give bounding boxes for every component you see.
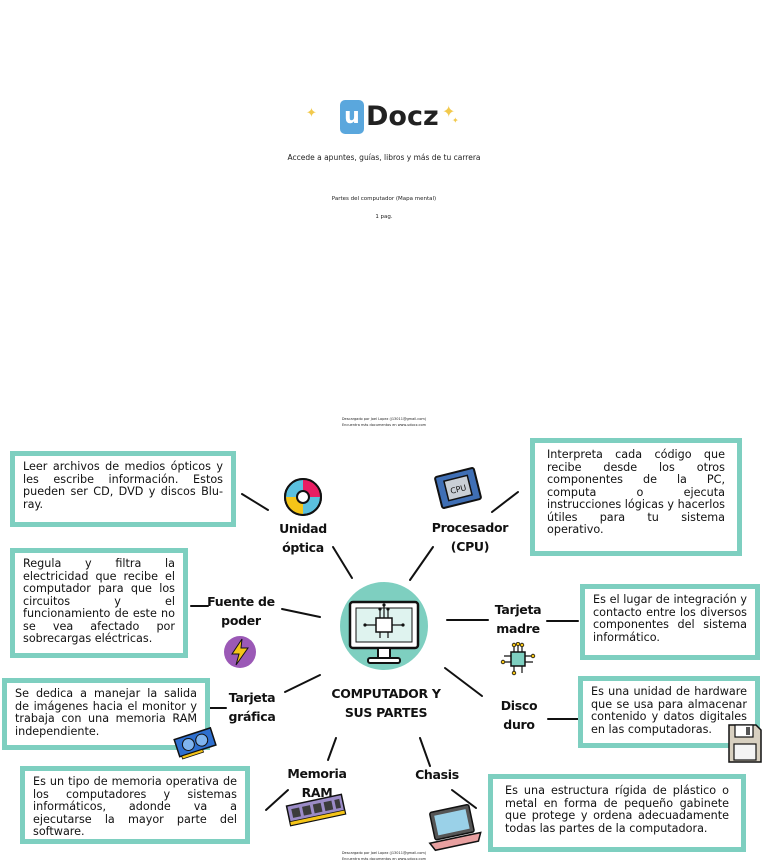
sparkle-icon: ✦ bbox=[442, 102, 456, 121]
logo-text: Docz bbox=[366, 101, 439, 132]
logo-badge: u bbox=[340, 100, 364, 134]
info-box-fuente: Regula y filtra la electricidad que reci… bbox=[10, 548, 188, 658]
label-memoria-ram: Memoria RAM bbox=[287, 766, 347, 800]
more-docs-note-bottom: Encuentra más documentos en www.udocz.co… bbox=[341, 857, 427, 861]
page-count: 1 pag. bbox=[375, 214, 393, 220]
connector-memoria-ram bbox=[327, 737, 337, 761]
label-disco-duro: Disco duro bbox=[500, 698, 538, 732]
label-fuente: Fuente de poder bbox=[207, 594, 275, 628]
connector-fuente bbox=[281, 608, 321, 618]
connector-box-memoria-ram bbox=[265, 789, 289, 811]
tagline: Accede a apuntes, guías, libros y más de… bbox=[287, 153, 481, 162]
connector-box-unidad-optica bbox=[241, 493, 269, 511]
udocz-logo: ✦ u Docz ✦ ✦ bbox=[300, 96, 470, 144]
info-box-unidad-optica: Leer archivos de medios ópticos y les es… bbox=[10, 451, 236, 527]
svg-text:CPU: CPU bbox=[449, 483, 467, 496]
connector-procesador bbox=[409, 546, 434, 581]
info-box-chasis: Es una estructura rígida de plástico o m… bbox=[488, 774, 746, 852]
sparkle-icon: ✦ bbox=[452, 116, 459, 125]
connector-disco-duro bbox=[444, 667, 483, 697]
computer-monitor-icon bbox=[340, 582, 428, 670]
connector-box-chasis bbox=[451, 789, 477, 809]
download-note-bottom: Descargado por Joel Lopez (j13011@gmail.… bbox=[341, 851, 427, 855]
lightning-icon bbox=[224, 636, 256, 668]
laptop-icon bbox=[428, 803, 482, 852]
label-chasis: Chasis bbox=[415, 767, 459, 782]
info-box-memoria-ram: Es un tipo de memoria operativa de los c… bbox=[20, 766, 250, 844]
label-unidad-optica: Unidad óptica bbox=[279, 521, 327, 555]
connector-chasis bbox=[419, 737, 431, 767]
info-box-tarjeta-grafica: Se dedica a manejar la salida de imágene… bbox=[2, 678, 210, 750]
info-box-tarjeta-madre: Es el lugar de integración y contacto en… bbox=[580, 584, 760, 660]
floppy-disk-icon bbox=[728, 724, 762, 763]
connector-unidad-optica bbox=[332, 546, 353, 579]
info-box-procesador: Interpreta cada código que recibe desde … bbox=[530, 438, 742, 556]
graphics-card-icon bbox=[173, 726, 217, 760]
motherboard-icon bbox=[500, 642, 536, 676]
connector-box-procesador bbox=[491, 491, 519, 513]
document-title: Partes del computador (Mapa mental) bbox=[331, 196, 437, 202]
connector-tarjeta-grafica bbox=[284, 674, 321, 693]
cd-icon bbox=[284, 478, 322, 516]
label-procesador: Procesador (CPU) bbox=[431, 520, 509, 554]
sparkle-icon: ✦ bbox=[306, 106, 317, 121]
center-title: COMPUTADOR Y SUS PARTES bbox=[331, 686, 441, 720]
label-tarjeta-madre: Tarjeta madre bbox=[494, 602, 542, 636]
ram-stick-icon bbox=[285, 793, 347, 827]
label-tarjeta-grafica: Tarjeta gráfica bbox=[228, 690, 276, 724]
download-note: Descargado por Joel Lopez (j13011@gmail.… bbox=[341, 417, 427, 421]
cpu-chip-icon: CPU bbox=[434, 467, 482, 509]
more-docs-note: Encuentra más documentos en www.udocz.co… bbox=[341, 423, 427, 427]
